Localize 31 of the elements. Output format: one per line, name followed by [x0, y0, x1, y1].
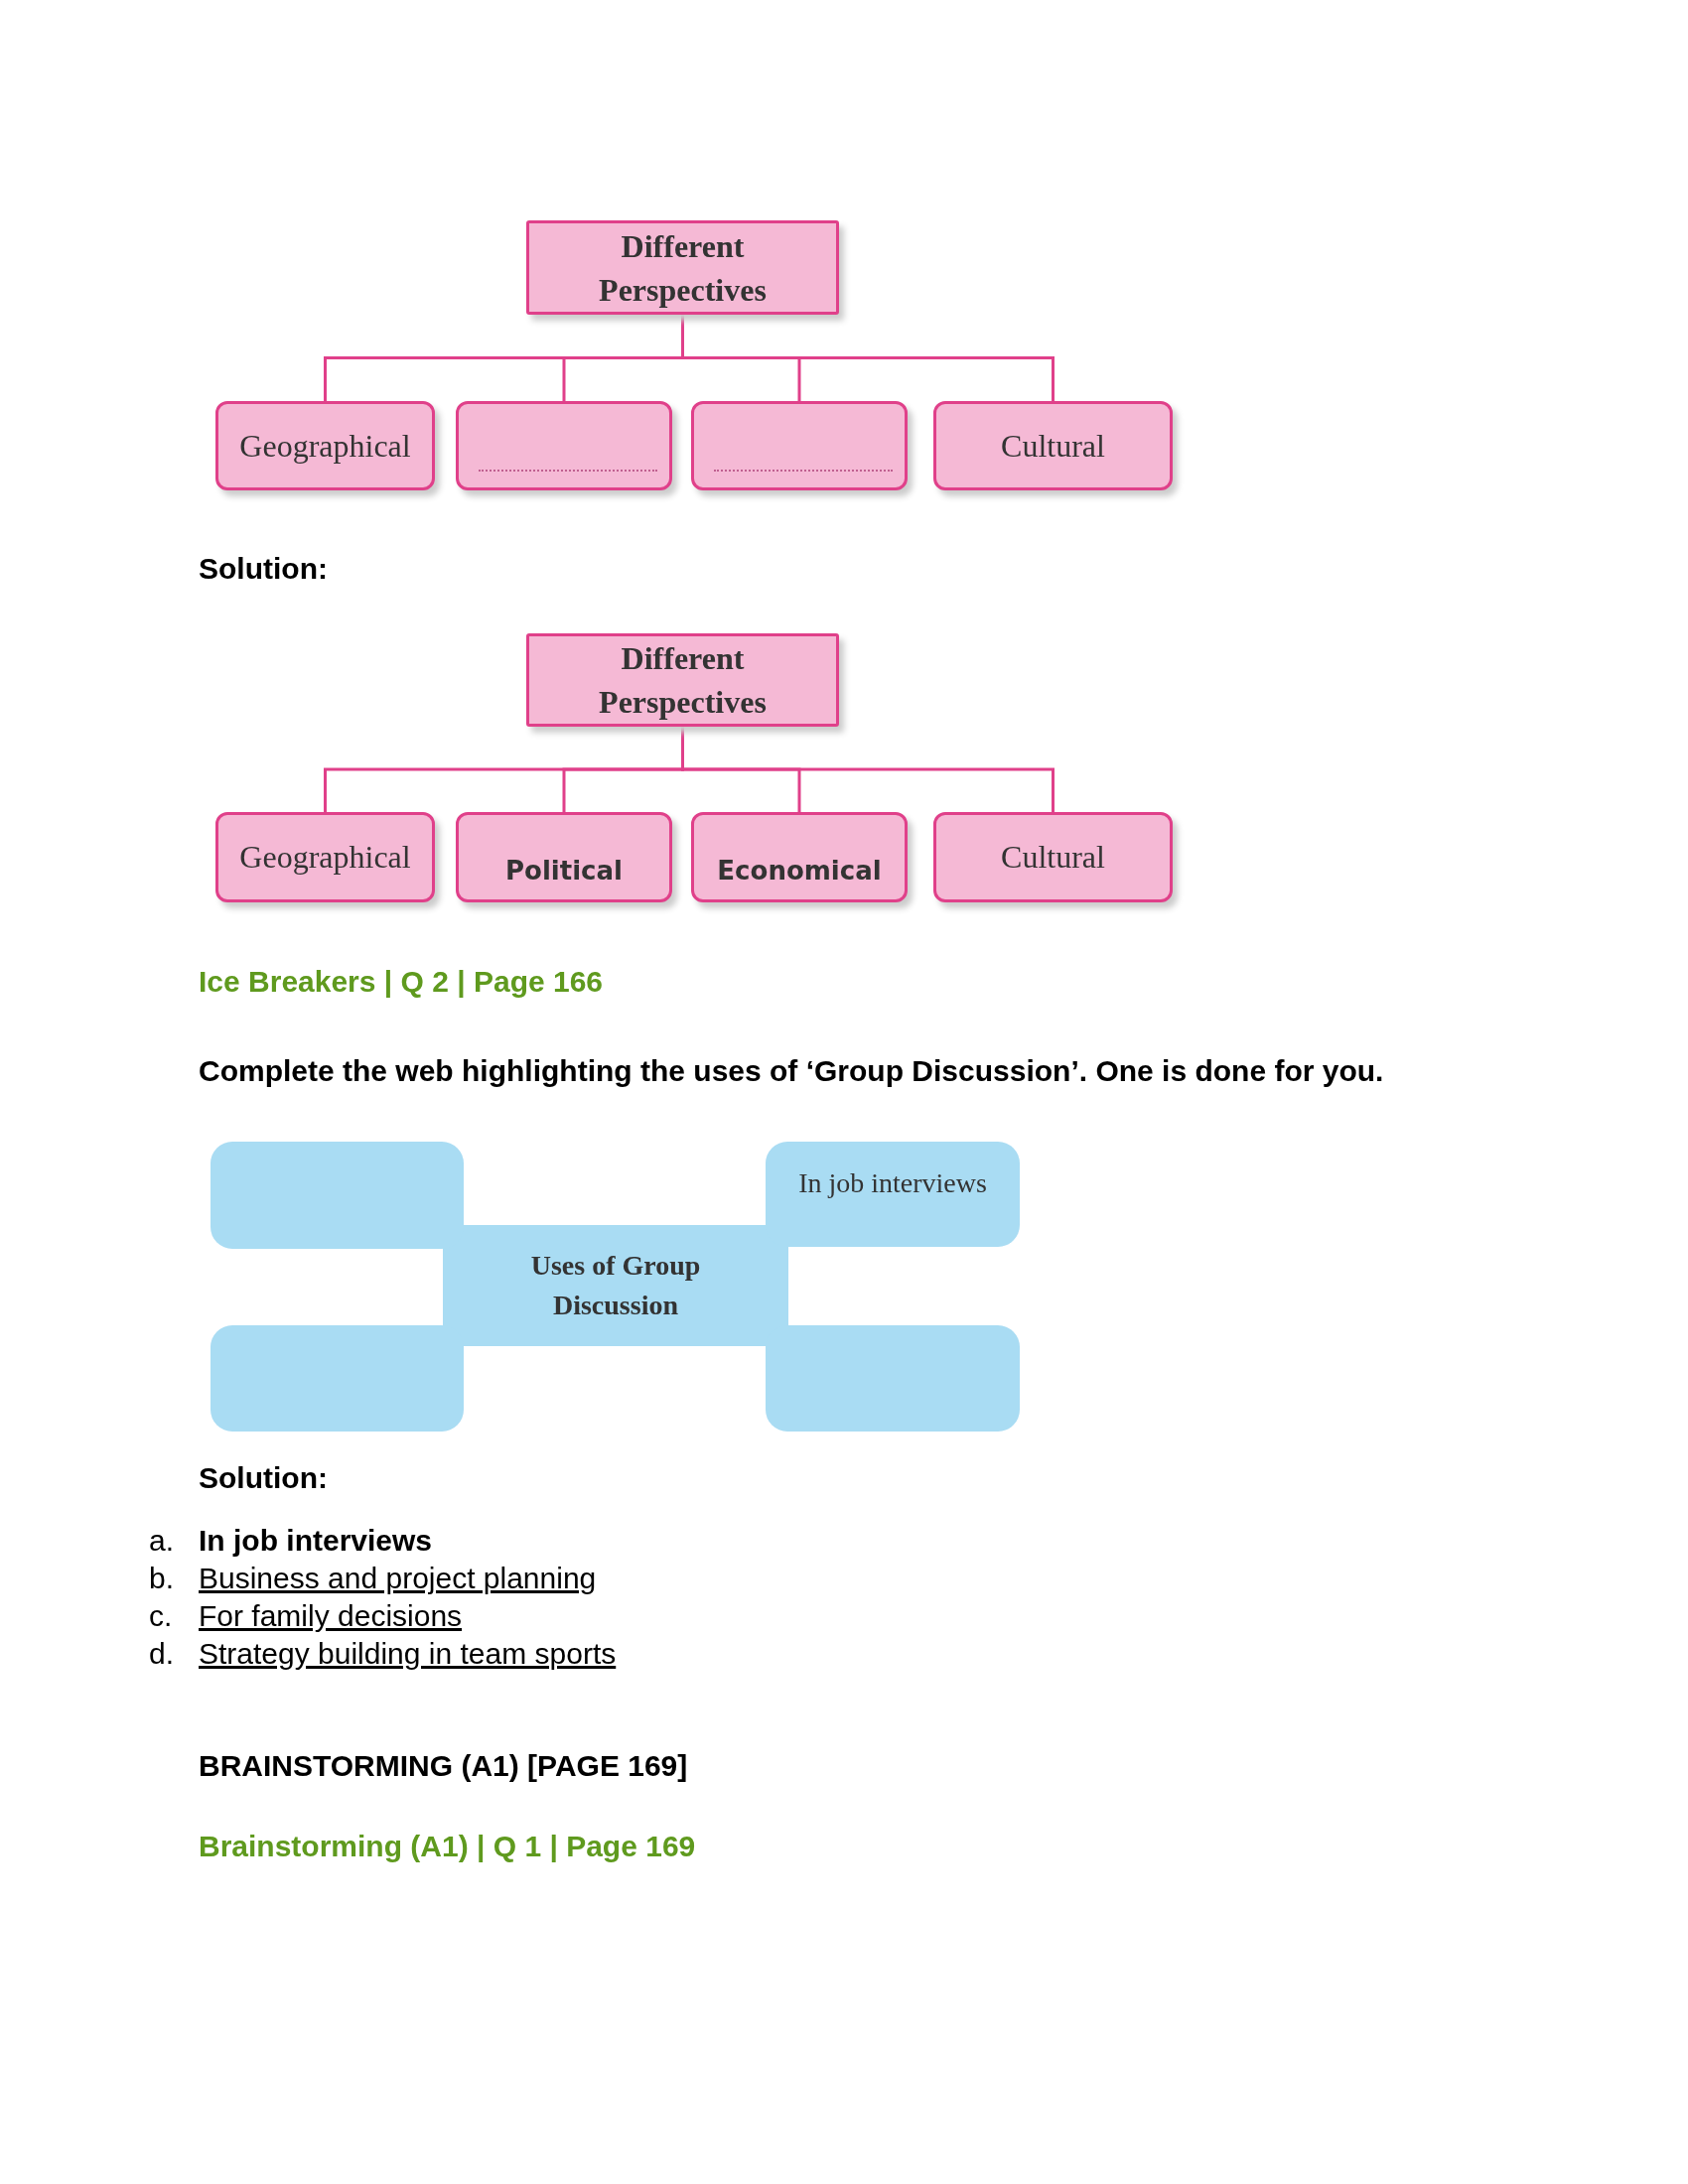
- answer-text: In job interviews: [199, 1524, 433, 1558]
- section-heading: BRAINSTORMING (A1) [PAGE 169]: [199, 1749, 688, 1783]
- question-reference: Brainstorming (A1) | Q 1 | Page 169: [199, 1830, 696, 1863]
- connector-line: [681, 727, 1055, 812]
- answer-text: For family decisions: [199, 1599, 463, 1633]
- blank-box: [691, 401, 908, 490]
- category-box: Geographical: [215, 401, 435, 490]
- blank-box: [766, 1325, 1020, 1432]
- connector-line: [681, 315, 1055, 401]
- category-box: Geographical: [215, 812, 435, 902]
- category-box: Political: [456, 812, 672, 902]
- category-box: Cultural: [933, 812, 1173, 902]
- answer-text: Strategy building in team sports: [199, 1637, 617, 1671]
- list-marker: c.: [149, 1599, 173, 1633]
- category-box: Economical: [691, 812, 908, 902]
- center-box: Uses of Group Discussion: [443, 1225, 788, 1346]
- blank-box: [211, 1325, 464, 1432]
- list-marker: a.: [149, 1524, 175, 1558]
- section-heading: Solution:: [199, 552, 328, 586]
- blank-box: [456, 401, 672, 490]
- list-marker: b.: [149, 1562, 175, 1595]
- answer-text: Business and project planning: [199, 1562, 597, 1595]
- list-marker: d.: [149, 1637, 175, 1671]
- heading-box: Different Perspectives: [526, 220, 839, 315]
- category-box: Cultural: [933, 401, 1173, 490]
- section-heading: Solution:: [199, 1461, 328, 1495]
- answer-box: In job interviews: [766, 1142, 1020, 1247]
- question-reference: Ice Breakers | Q 2 | Page 166: [199, 965, 604, 999]
- blank-box: [211, 1142, 464, 1249]
- instruction-text: Complete the web highlighting the uses of ‘Group Discussion’. One is done for you.: [199, 1053, 1385, 1089]
- heading-box: Different Perspectives: [526, 633, 839, 727]
